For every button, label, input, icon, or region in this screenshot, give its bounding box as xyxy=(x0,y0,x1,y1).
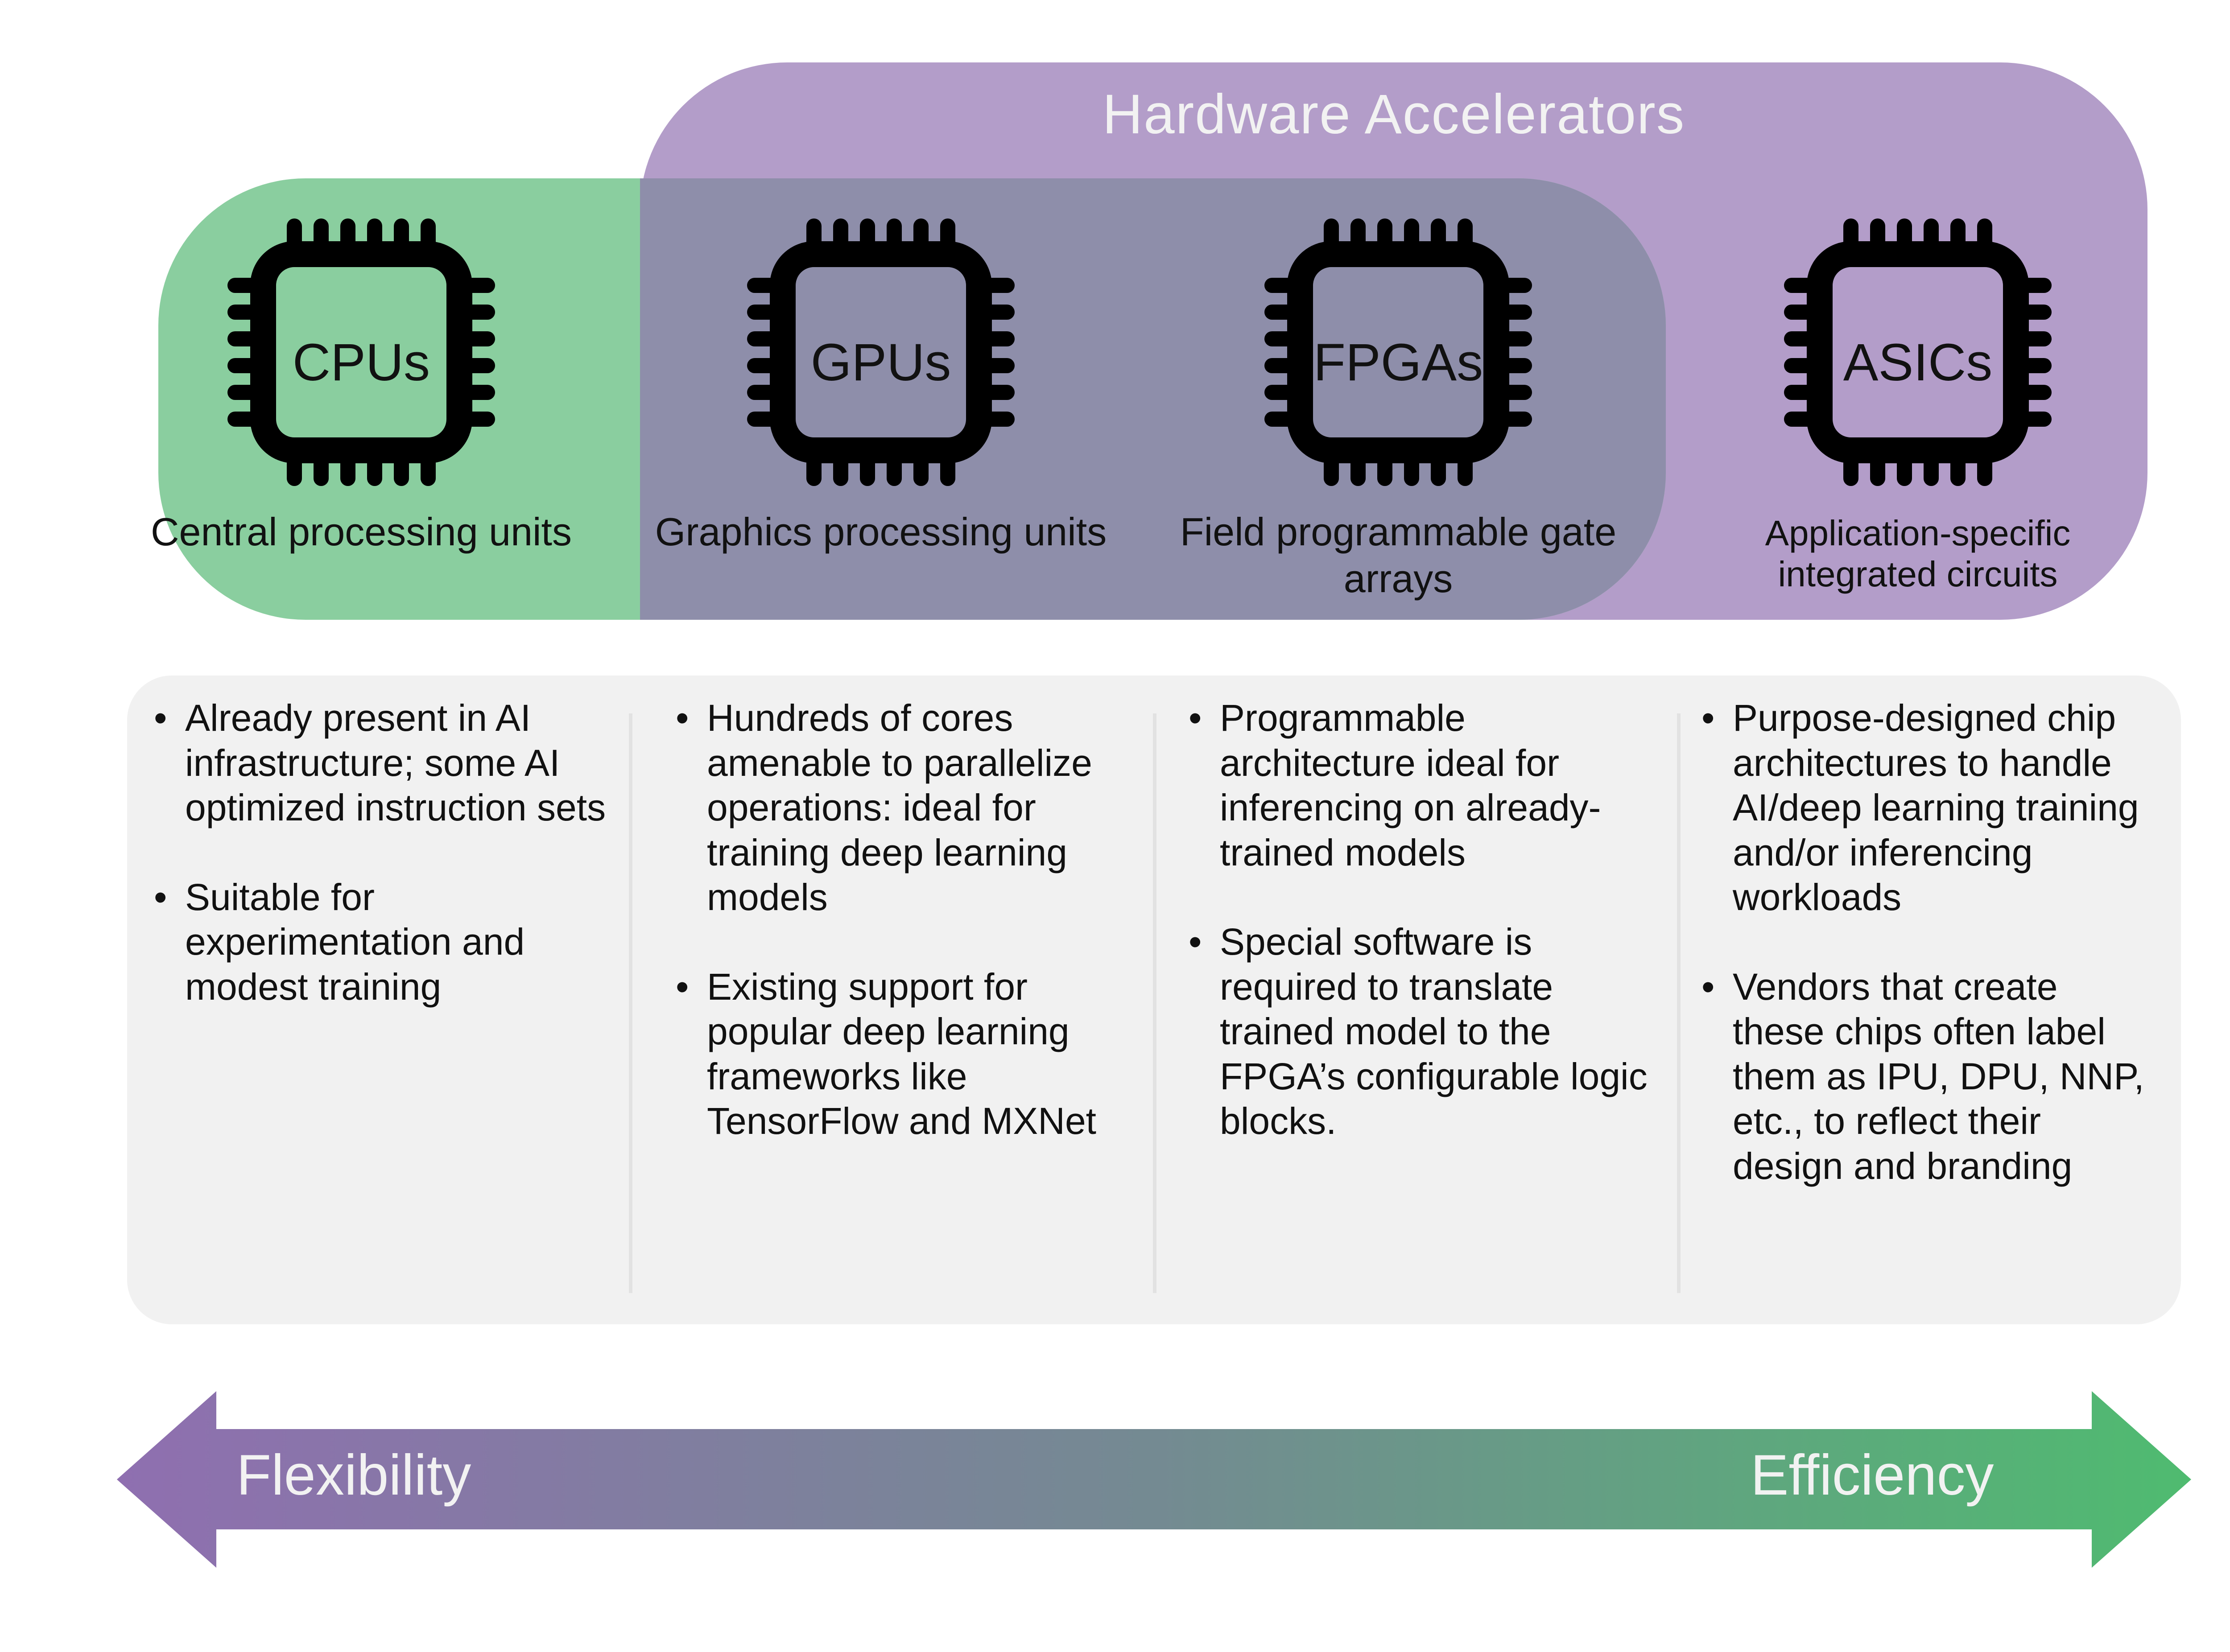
bullet: Purpose-designed chip architectures to h… xyxy=(1701,696,2147,920)
chip-subtitle: Application-specific integrated circuits xyxy=(1765,513,2071,594)
bullet: Existing support for popular deep learni… xyxy=(676,964,1148,1144)
bullet: Suitable for experimentation and modest … xyxy=(154,875,627,1009)
fpgas-chip: FPGAs xyxy=(1264,218,1532,486)
asics-chip: ASICs xyxy=(1784,218,2052,486)
bullet: Hundreds of cores amenable to paralleliz… xyxy=(676,696,1148,920)
gpu-details: Hundreds of cores amenable to paralleliz… xyxy=(676,696,1148,1188)
double-arrow-shape xyxy=(117,1391,2191,1568)
column-divider xyxy=(629,713,632,1293)
asic-details: Purpose-designed chip architectures to h… xyxy=(1701,696,2147,1233)
chip-label: CPUs xyxy=(292,333,430,392)
bullet: Already present in AI infrastructure; so… xyxy=(154,696,627,830)
chip-icon xyxy=(227,218,495,488)
chip-label: ASICs xyxy=(1843,333,1993,392)
column-divider xyxy=(1153,713,1156,1293)
group-title: Hardware Accelerators xyxy=(1102,83,1685,145)
flexibility-label: Flexibility xyxy=(236,1443,471,1507)
gpus-chip: GPUs xyxy=(747,218,1015,486)
fpga-details: Programmable architecture ideal for infe… xyxy=(1189,696,1661,1188)
chip-label: FPGAs xyxy=(1313,333,1483,392)
flexibility-efficiency-arrow xyxy=(117,1391,2191,1568)
chip-subtitle: Graphics processing units xyxy=(655,510,1107,554)
cpus-chip: CPUs xyxy=(227,218,495,486)
chip-subtitle: Field programmable gate arrays xyxy=(1180,510,1617,601)
efficiency-label: Efficiency xyxy=(1751,1443,1994,1507)
bullet: Programmable architecture ideal for infe… xyxy=(1189,696,1661,875)
chip-icon xyxy=(1784,218,2052,488)
bullet: Vendors that create these chips often la… xyxy=(1701,964,2147,1189)
column-divider xyxy=(1677,713,1681,1293)
bullet: Special software is required to translat… xyxy=(1189,919,1661,1144)
cpu-details: Already present in AI infrastructure; so… xyxy=(154,696,627,1054)
chip-subtitle: Central processing units xyxy=(150,510,572,554)
chip-label: GPUs xyxy=(810,333,951,392)
chip-icon xyxy=(1264,218,1532,488)
chip-icon xyxy=(747,218,1015,488)
